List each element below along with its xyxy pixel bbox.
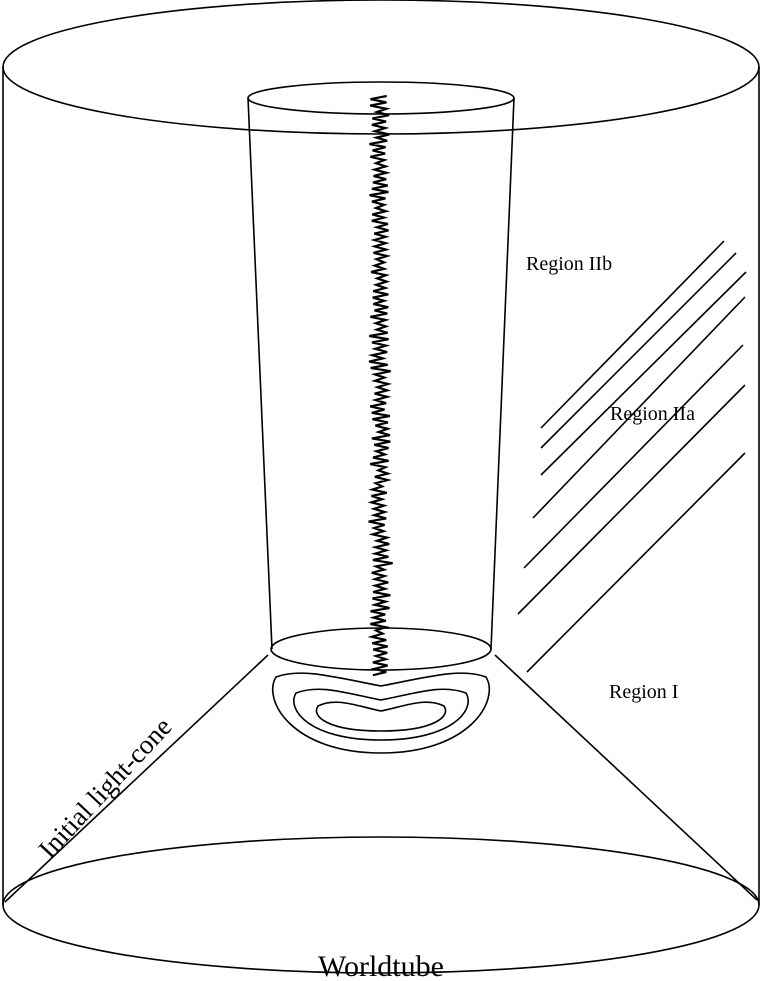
crescent-contour-middle [293,688,469,741]
crescent-contour-outer [271,672,491,754]
worldtube-bottom-ellipse [2,836,760,974]
null-ray [517,384,746,615]
inner-tube-left-edge [247,97,273,650]
light-cone-left-edge [4,654,269,903]
region-iia-label: Region IIa [610,403,695,425]
null-ray [526,452,746,673]
region-i-label: Region I [609,681,678,703]
crescent-contour-inner [315,701,447,732]
null-ray [540,271,747,476]
null-ray [523,344,744,569]
null-ray [532,296,746,519]
jagged-worldline [367,94,393,677]
region-iib-label: Region IIb [526,253,612,275]
initial-light-cone-label: Initial light-cone [32,711,177,864]
null-ray [540,252,737,449]
inner-tube-right-edge [490,97,515,650]
worldtube-label: Worldtube [318,950,444,981]
light-cone-right-edge [494,654,758,901]
null-ray [540,240,725,429]
outgoing-null-rays [517,240,747,673]
